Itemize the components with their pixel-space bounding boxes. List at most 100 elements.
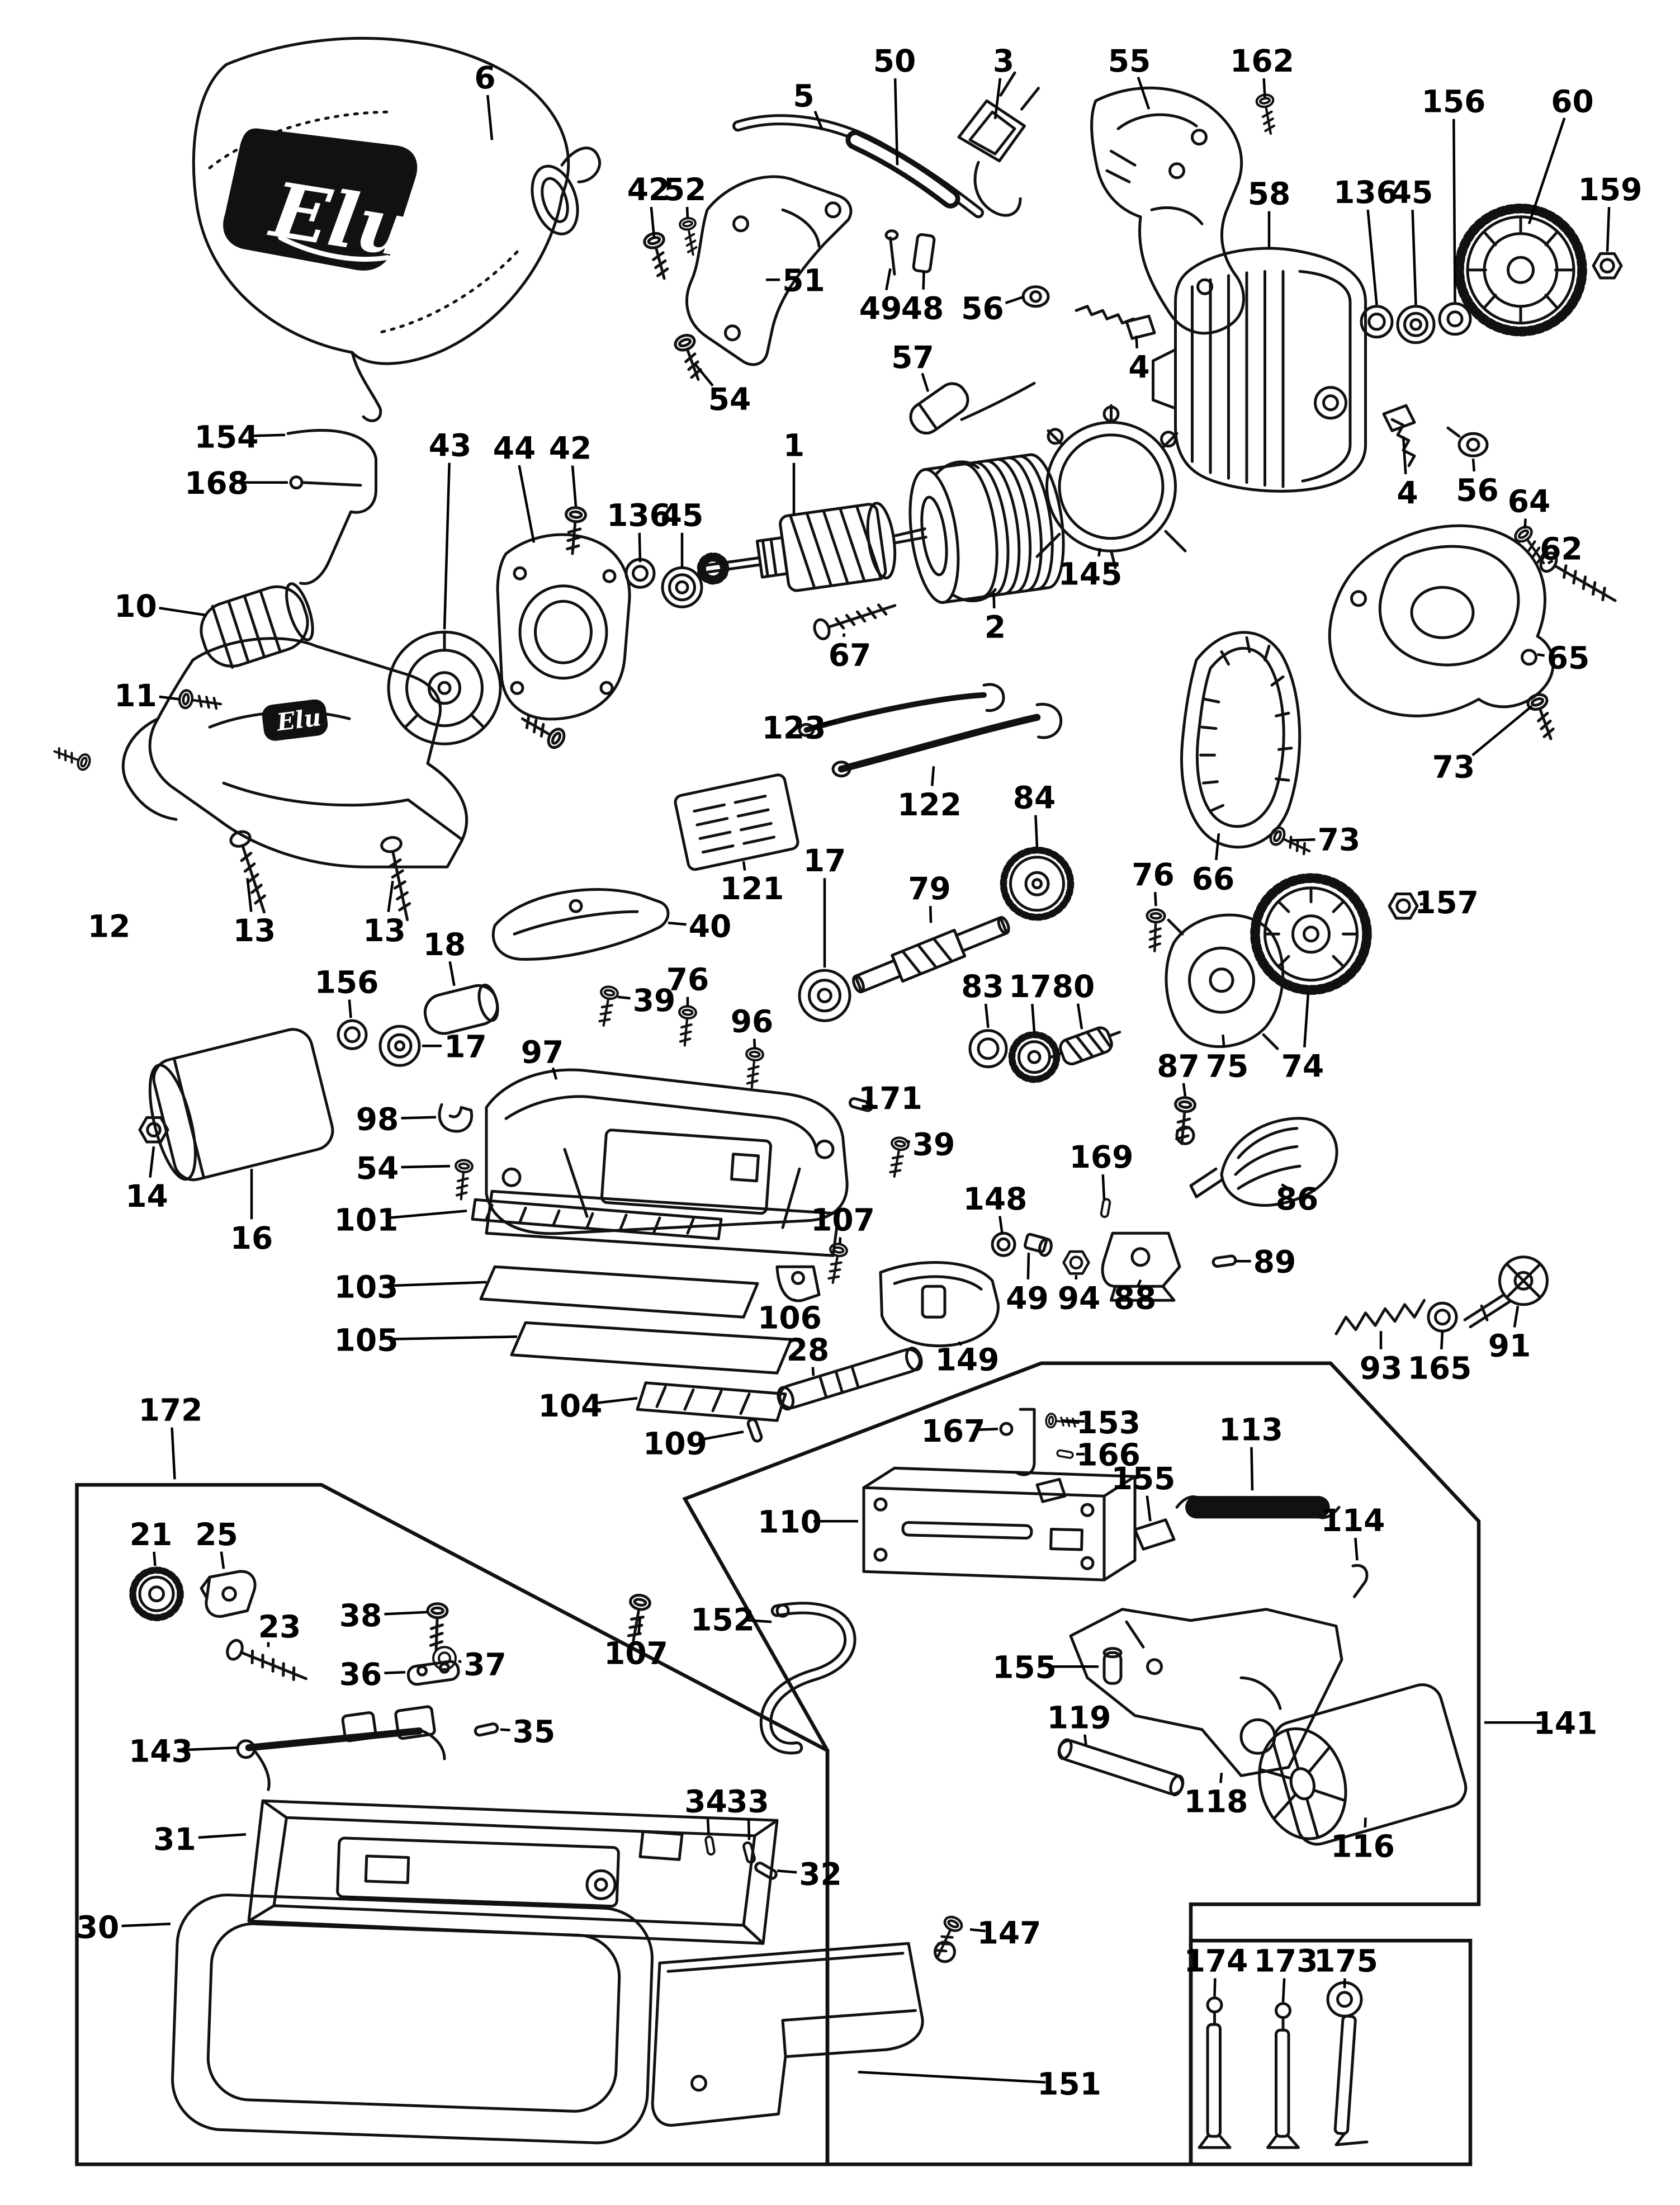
screw-73m: [1268, 825, 1313, 859]
leader-line-149: [957, 1341, 963, 1346]
base-tray-31: [247, 1799, 779, 1945]
knob-86: [1189, 1117, 1338, 1207]
gasket-30: [171, 1894, 654, 2145]
adjust-screw-91: [1463, 1255, 1549, 1329]
rear-handle: [1090, 86, 1245, 335]
part-label-166: 166: [1076, 1437, 1140, 1472]
screw-67: [812, 596, 898, 641]
part-label-52: 52: [664, 172, 707, 207]
leader-line-56: [1005, 295, 1025, 305]
part-label-89: 89: [1253, 1244, 1296, 1279]
leader-line-21: [153, 1551, 157, 1566]
part-label-34: 34: [684, 1783, 727, 1819]
part-label-98: 98: [356, 1101, 399, 1137]
leader-line-145: [1097, 547, 1101, 557]
rear-roller-116: [1258, 1683, 1468, 1846]
leader-line-156: [348, 999, 352, 1018]
latch-parts: [999, 1408, 1080, 1503]
part-label-145: 145: [1058, 556, 1123, 592]
knurled-knob-21: [129, 1566, 184, 1621]
leader-line-39: [905, 1140, 911, 1144]
part-label-136: 136: [607, 497, 671, 533]
part-label-33: 33: [726, 1783, 769, 1819]
part-label-75: 75: [1206, 1048, 1249, 1084]
leader-line-4: [1402, 436, 1407, 474]
leader-line-148: [998, 1216, 1004, 1234]
wire-link-168: [289, 475, 362, 490]
leader-line-121: [742, 861, 746, 871]
leader-line-122: [930, 766, 935, 786]
part-label-169: 169: [1069, 1139, 1134, 1175]
part-label-73: 73: [1432, 749, 1475, 785]
part-label-74: 74: [1281, 1048, 1324, 1084]
leader-line-56: [1471, 459, 1476, 472]
part-label-49: 49: [1006, 1280, 1049, 1316]
leader-line-159: [1606, 207, 1611, 252]
screw-39b: [886, 1136, 909, 1178]
part-label-11: 11: [114, 678, 157, 714]
part-label-83: 83: [961, 969, 1004, 1004]
part-label-141: 141: [1534, 1705, 1598, 1741]
part-label-106: 106: [758, 1300, 822, 1335]
part-label-32: 32: [799, 1856, 842, 1892]
part-label-171: 171: [858, 1080, 922, 1116]
cover-151: [651, 1942, 924, 2127]
part-label-42: 42: [549, 430, 592, 466]
part-label-148: 148: [963, 1181, 1028, 1217]
part-label-149: 149: [935, 1342, 1000, 1377]
screw-52: [679, 217, 701, 256]
part-label-175: 175: [1314, 1943, 1378, 1979]
leader-line-173: [1281, 1978, 1286, 2003]
leader-line-42: [650, 206, 656, 238]
leader-line-116: [1364, 1817, 1367, 1828]
pin-109: [747, 1418, 763, 1442]
screw-42: [643, 232, 674, 281]
bearing-17a: [798, 969, 851, 1022]
part-label-107: 107: [604, 1635, 668, 1671]
wire-link-154: [286, 429, 377, 586]
part-label-167: 167: [921, 1413, 986, 1449]
cover-149: [879, 1260, 1000, 1348]
inset-box-tools: [1189, 1939, 1473, 2166]
bolt-49b: [1023, 1233, 1053, 1257]
leader-line-37: [458, 1660, 462, 1663]
lever-143: [236, 1705, 446, 1791]
screw-147: [930, 1914, 964, 1963]
part-label-1: 1: [783, 427, 804, 463]
leader-line-118: [1219, 1773, 1223, 1783]
leader-line-44: [518, 465, 536, 543]
brush-wire: [960, 381, 1036, 421]
tool-175: [1326, 1981, 1369, 2146]
pivot-rod-119: [1057, 1738, 1185, 1797]
screw-54: [673, 333, 707, 383]
leader-line-157: [1419, 903, 1423, 906]
part-label-5: 5: [793, 78, 814, 114]
leader-line-55: [1137, 77, 1151, 110]
leader-line-152: [746, 1618, 772, 1623]
part-label-76: 76: [1132, 857, 1175, 893]
part-label-36: 36: [339, 1656, 382, 1692]
leader-line-143: [184, 1746, 238, 1751]
part-label-156: 156: [1422, 83, 1486, 119]
part-label-122: 122: [897, 787, 962, 823]
motor-housing: [1152, 247, 1367, 493]
part-label-21: 21: [130, 1517, 173, 1552]
part-label-86: 86: [1276, 1181, 1319, 1217]
clip-25: [200, 1570, 257, 1618]
leader-line-104: [594, 1397, 638, 1405]
worm-gear: [1050, 1026, 1121, 1066]
nut-157: [1389, 894, 1417, 919]
gear-84: [1000, 847, 1075, 921]
tension-arm-118: [1069, 1608, 1343, 1777]
leader-line-147: [969, 1928, 986, 1933]
part-label-94: 94: [1058, 1280, 1101, 1316]
leader-line-83: [984, 1003, 990, 1028]
part-label-16: 16: [230, 1220, 273, 1256]
screw-13b: [380, 835, 417, 922]
part-label-121: 121: [720, 871, 784, 906]
inset-box-tension-assembly: [682, 1361, 1481, 2166]
leader-line-60: [1527, 117, 1566, 224]
pin-89: [1213, 1255, 1236, 1267]
leader-line-97: [551, 1067, 558, 1080]
